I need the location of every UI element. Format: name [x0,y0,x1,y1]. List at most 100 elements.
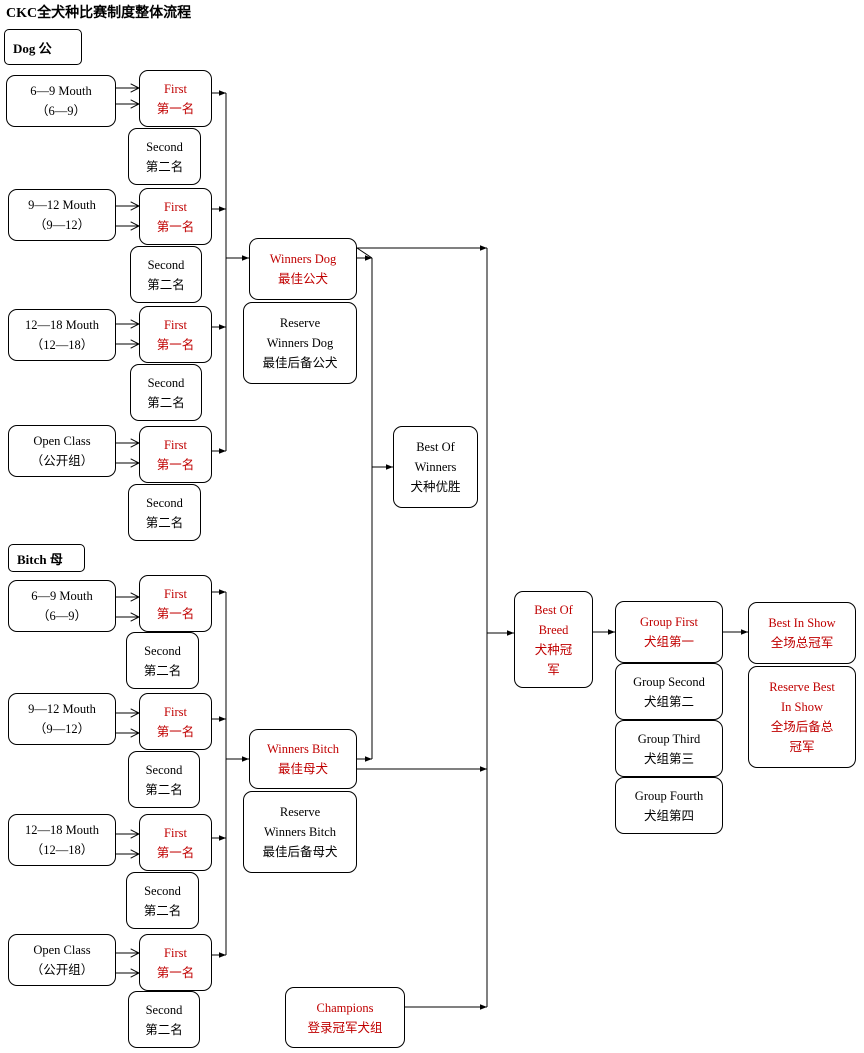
bitch-second-6-9: Second 第二名 [126,632,199,689]
second-en: Second [147,257,185,272]
second-cn: 第二名 [147,277,185,292]
dog-class-open: Open Class （公开组） [8,425,116,477]
first-en: First [164,825,187,840]
bitch-first-6-9: First 第一名 [139,575,212,632]
bob-l4: 军 [547,662,560,677]
bis-en: Best In Show [768,616,836,630]
class-sub: （9—12） [33,722,91,736]
dog-second-9-12: Second 第二名 [130,246,202,303]
bitch-second-open: Second 第二名 [128,991,200,1048]
bitch-second-12-18: Second 第二名 [126,872,199,929]
dog-first-12-18: First 第一名 [139,306,212,363]
second-cn: 第二名 [143,903,182,918]
first-en: First [164,199,187,214]
rbis-l2: In Show [780,700,824,714]
champions: Champions 登录冠军犬组 [285,987,405,1048]
class-name: 6—9 Mouth [31,589,93,603]
second-en: Second [146,495,183,510]
class-sub: （12—18） [30,338,94,352]
first-cn: 第一名 [156,457,195,472]
dog-header: Dog 公 [4,29,82,65]
dog-second-open: Second 第二名 [128,484,201,541]
bitch-header: Bitch 母 [8,544,85,572]
champions-cn: 登录冠军犬组 [307,1020,383,1035]
second-en: Second [145,762,183,777]
first-en: First [164,437,187,452]
bitch-first-open: First 第一名 [139,934,212,991]
class-sub: （公开组） [30,963,94,977]
first-en: First [164,704,187,719]
reserve-winners-dog: Reserve Winners Dog 最佳后备公犬 [243,302,357,384]
group-en: Group First [640,615,698,629]
second-cn: 第二名 [147,395,185,410]
class-name: 9—12 Mouth [28,198,96,212]
first-cn: 第一名 [156,606,195,621]
second-cn: 第二名 [145,515,184,530]
dog-first-open: First 第一名 [139,426,212,483]
second-en: Second [147,375,185,390]
bob-l1: Best Of [534,602,573,617]
reserve-winners-bitch: Reserve Winners Bitch 最佳后备母犬 [243,791,357,873]
reserve-l1: Reserve [279,316,321,330]
first-cn: 第一名 [156,724,195,739]
reserve-l3: 最佳后备公犬 [262,356,338,370]
bow-l1: Best Of [416,440,455,454]
second-cn: 第二名 [145,782,183,797]
dog-class-6-9: 6—9 Mouth （6—9） [6,75,116,127]
bob-l2: Breed [538,622,569,637]
class-name: Open Class [33,434,91,448]
champions-en: Champions [316,1000,374,1015]
group-en: Group Third [637,731,701,746]
group-cn: 犬组第三 [643,751,694,766]
dog-second-6-9: Second 第二名 [128,128,201,185]
winners-bitch-en: Winners Bitch [266,742,340,756]
winners-bitch-cn: 最佳母犬 [277,762,328,776]
second-en: Second [146,139,183,154]
group-third: Group Third 犬组第三 [615,720,723,777]
first-en: First [164,81,187,96]
bow-l2: Winners [414,460,457,474]
reserve-l2: Winners Bitch [263,825,337,839]
reserve-l1: Reserve [279,805,321,819]
best-of-winners: Best Of Winners 犬种优胜 [393,426,478,508]
group-cn: 犬组第一 [643,635,694,649]
first-cn: 第一名 [156,101,195,116]
group-fourth: Group Fourth 犬组第四 [615,777,723,834]
first-en: First [164,586,187,601]
bis-cn: 全场总冠军 [770,636,834,650]
class-name: 12—18 Mouth [25,318,99,332]
connector [356,247,373,259]
first-cn: 第一名 [156,845,195,860]
first-cn: 第一名 [156,965,195,980]
second-en: Second [144,643,181,658]
dog-second-12-18: Second 第二名 [130,364,202,421]
bitch-first-12-18: First 第一名 [139,814,212,871]
class-name: Open Class [33,943,91,957]
second-en: Second [145,1002,183,1017]
bitch-class-open: Open Class （公开组） [8,934,116,986]
rbis-l3: 全场后备总 [770,720,834,734]
first-en: First [164,317,187,332]
winners-dog-cn: 最佳公犬 [277,272,328,286]
first-en: First [164,945,187,960]
dog-first-9-12: First 第一名 [139,188,212,245]
bitch-second-9-12: Second 第二名 [128,751,200,808]
best-of-breed: Best Of Breed 犬种冠 军 [514,591,593,688]
dog-class-9-12: 9—12 Mouth （9—12） [8,189,116,241]
dog-first-6-9: First 第一名 [139,70,212,127]
first-cn: 第一名 [156,219,195,234]
bow-l3: 犬种优胜 [410,480,461,494]
group-first: Group First 犬组第一 [615,601,723,663]
second-cn: 第二名 [145,1022,183,1037]
rbis-l1: Reserve Best [769,680,835,694]
dog-class-12-18: 12—18 Mouth （12—18） [8,309,116,361]
second-cn: 第二名 [145,159,184,174]
group-cn: 犬组第二 [643,694,694,709]
class-sub: （12—18） [30,843,94,857]
bitch-first-9-12: First 第一名 [139,693,212,750]
group-second: Group Second 犬组第二 [615,663,723,720]
reserve-l3: 最佳后备母犬 [262,845,338,859]
bob-l3: 犬种冠 [534,642,573,657]
class-name: 12—18 Mouth [25,823,99,837]
bitch-class-9-12: 9—12 Mouth （9—12） [8,693,116,745]
